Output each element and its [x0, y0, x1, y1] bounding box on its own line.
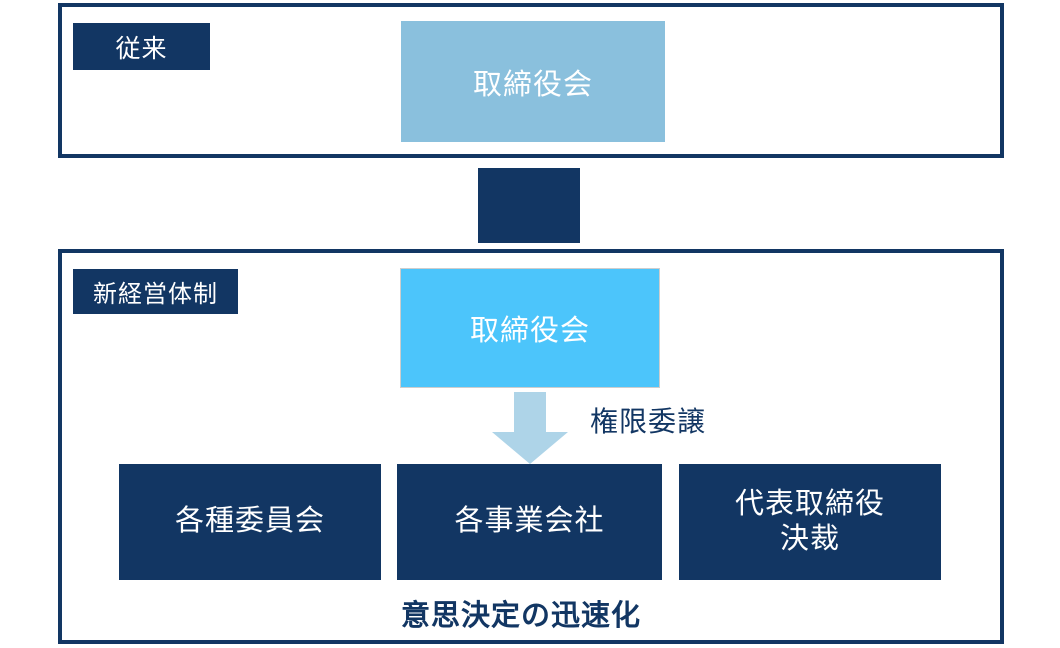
node-committees: 各種委員会 [119, 464, 381, 580]
new-structure-section-tag: 新経営体制 [73, 269, 238, 314]
section-connector-block [478, 168, 580, 243]
outcome-caption-text: 意思決定の迅速化 [400, 600, 641, 632]
node-ceo-line-1: 代表取締役 [734, 487, 885, 520]
node-board-of-directors-new: 取締役会 [400, 268, 660, 388]
node-ceo-line-2: 決裁 [779, 523, 840, 555]
node-board-of-directors-legacy: 取締役会 [401, 21, 665, 142]
outcome-caption: 意思決定の迅速化 [0, 592, 1060, 634]
node-operating-companies: 各事業会社 [397, 464, 662, 580]
delegation-label: 権限委譲 [590, 406, 707, 437]
legacy-section-tag: 従来 [73, 23, 210, 70]
node-representative-director-approval: 代表取締役 決裁 [679, 464, 941, 580]
delegation-down-arrow-icon [492, 392, 568, 464]
